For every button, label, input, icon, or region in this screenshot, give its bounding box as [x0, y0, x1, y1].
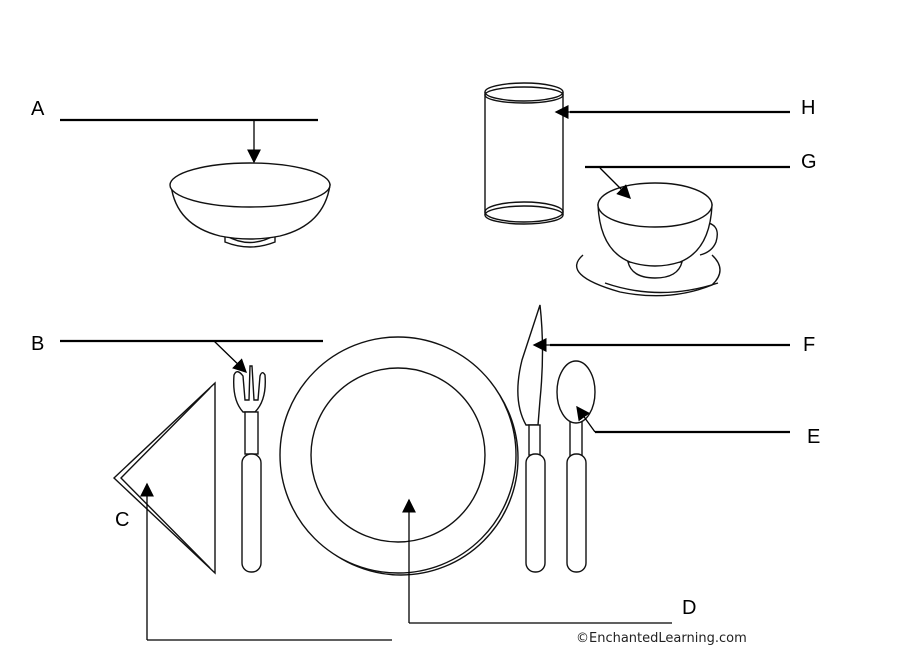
spoon-illustration	[556, 360, 596, 573]
fork-illustration	[233, 365, 266, 573]
label-b: B	[31, 333, 45, 355]
pointer-d	[402, 498, 672, 624]
pointer-e	[576, 405, 790, 434]
cup-and-saucer-illustration	[576, 182, 721, 297]
dinner-plate-illustration	[279, 336, 519, 576]
bowl-illustration	[169, 162, 331, 248]
label-h: H	[801, 97, 816, 119]
glass-illustration	[484, 82, 564, 225]
label-a: A	[31, 98, 45, 120]
label-d: D	[682, 597, 697, 619]
napkin-illustration	[112, 381, 216, 575]
pointer-b	[60, 339, 323, 373]
copyright-text: ©EnchantedLearning.com	[576, 631, 747, 646]
label-e: E	[807, 426, 821, 448]
label-f: F	[803, 334, 816, 356]
knife-illustration	[517, 304, 546, 573]
pointer-c	[140, 482, 392, 641]
pointer-a	[60, 118, 318, 164]
label-g: G	[801, 151, 817, 173]
label-c: C	[115, 509, 130, 531]
pointer-g	[585, 165, 790, 199]
